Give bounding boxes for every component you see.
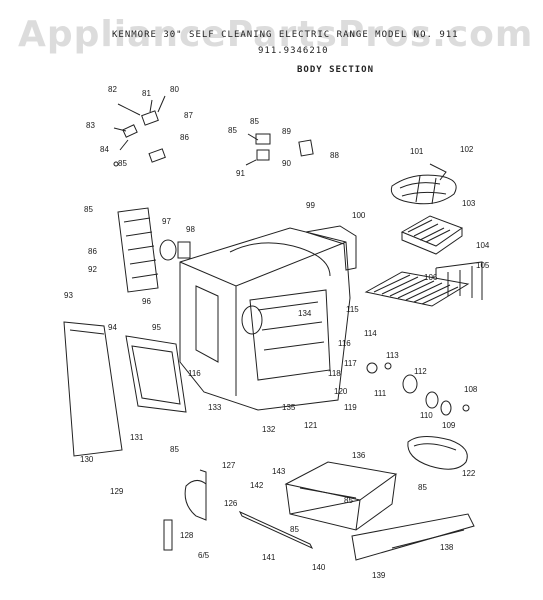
callout-126: 126 (224, 499, 238, 508)
callout-142: 142 (250, 481, 264, 490)
callout-90: 90 (282, 159, 291, 168)
callout-99: 99 (306, 201, 315, 210)
callout-112: 112 (414, 367, 427, 376)
callout-102: 102 (460, 145, 474, 154)
callout-85e: 85 (170, 445, 179, 454)
callout-117: 117 (344, 359, 357, 368)
header-title: KENMORE 30" SELF CLEANING ELECTRIC RANGE… (112, 30, 459, 40)
storage-drawer (284, 461, 398, 531)
watermark: AppliancePartsPros.com (18, 14, 534, 55)
callout-113: 113 (386, 351, 399, 360)
side-trim-panel (117, 207, 159, 293)
callout-97: 97 (162, 217, 171, 226)
bake-element (407, 436, 468, 470)
callout-85g: 85 (418, 483, 427, 492)
callout-120: 120 (334, 387, 348, 396)
callout-101: 101 (410, 147, 424, 156)
drawer-brackets (184, 469, 207, 521)
callout-116: 116 (338, 339, 351, 348)
callout-85f: 85 (344, 496, 353, 505)
callout-88: 88 (330, 151, 339, 160)
callout-134: 134 (298, 309, 312, 318)
callout-135: 135 (282, 403, 296, 412)
callout-106: 106 (424, 273, 438, 282)
drawer-rail (238, 510, 314, 550)
drawer-front-panel (351, 513, 475, 561)
callout-87: 87 (184, 111, 193, 120)
callout-labels: 82 81 80 83 87 84 86 85 85 89 85 88 90 91 101 102 103 104… (64, 85, 490, 580)
callout-141: 141 (262, 553, 276, 562)
callout-94: 94 (108, 323, 117, 332)
callout-80: 80 (170, 85, 179, 94)
callout-128: 128 (180, 531, 194, 540)
callout-85d: 85 (84, 205, 93, 214)
oven-door-panel (63, 321, 123, 457)
callout-127: 127 (222, 461, 236, 470)
callout-92: 92 (88, 265, 97, 274)
callout-119: 119 (344, 403, 357, 412)
callout-95: 95 (152, 323, 161, 332)
heating-rod (163, 519, 173, 551)
callout-116b: 116 (188, 369, 201, 378)
callout-129: 129 (110, 487, 124, 496)
callout-96: 96 (142, 297, 151, 306)
hinge-parts (245, 133, 314, 166)
broiler-pan (400, 215, 464, 255)
section-title: BODY SECTION (297, 65, 375, 75)
callout-132: 132 (262, 425, 276, 434)
callout-121: 121 (304, 421, 318, 430)
callout-105: 105 (476, 261, 490, 270)
callout-91: 91 (236, 169, 245, 178)
callout-89: 89 (282, 127, 291, 136)
callout-133: 133 (208, 403, 222, 412)
callout-98: 98 (186, 225, 195, 234)
callout-131: 131 (130, 433, 144, 442)
callout-108: 108 (464, 385, 478, 394)
callout-85b: 85 (250, 117, 259, 126)
header-model: 911.9346210 (258, 46, 329, 56)
surface-element (390, 163, 457, 205)
callout-104: 104 (476, 241, 490, 250)
callout-86: 86 (180, 133, 189, 142)
callout-82: 82 (108, 85, 117, 94)
callout-111: 111 (374, 389, 387, 398)
callout-139: 139 (372, 571, 386, 580)
callout-85c: 85 (228, 126, 237, 135)
oven-rack (364, 261, 483, 307)
callout-143: 143 (272, 467, 286, 476)
callout-86b: 86 (88, 247, 97, 256)
callout-85a: 85 (118, 159, 127, 168)
callout-83: 83 (86, 121, 95, 130)
callout-93: 93 (64, 291, 73, 300)
inner-door-glass (125, 335, 187, 413)
callout-114: 114 (364, 329, 377, 338)
callout-138: 138 (440, 543, 454, 552)
callout-140: 140 (312, 563, 326, 572)
oven-body (179, 225, 357, 411)
callout-103: 103 (462, 199, 476, 208)
callout-110: 110 (420, 411, 433, 420)
door-latch-parts (113, 95, 166, 167)
callout-85h: 85 (290, 525, 299, 534)
control-knobs (366, 362, 470, 416)
callout-100: 100 (352, 211, 366, 220)
page-number: 6/5 (198, 551, 210, 560)
motor-parts (159, 239, 191, 261)
callout-130: 130 (80, 455, 94, 464)
callout-81: 81 (142, 89, 151, 98)
callout-115: 115 (346, 305, 359, 314)
callout-118: 118 (328, 369, 341, 378)
callout-136: 136 (352, 451, 366, 460)
callout-122: 122 (462, 469, 476, 478)
callout-109: 109 (442, 421, 456, 430)
callout-84: 84 (100, 145, 109, 154)
